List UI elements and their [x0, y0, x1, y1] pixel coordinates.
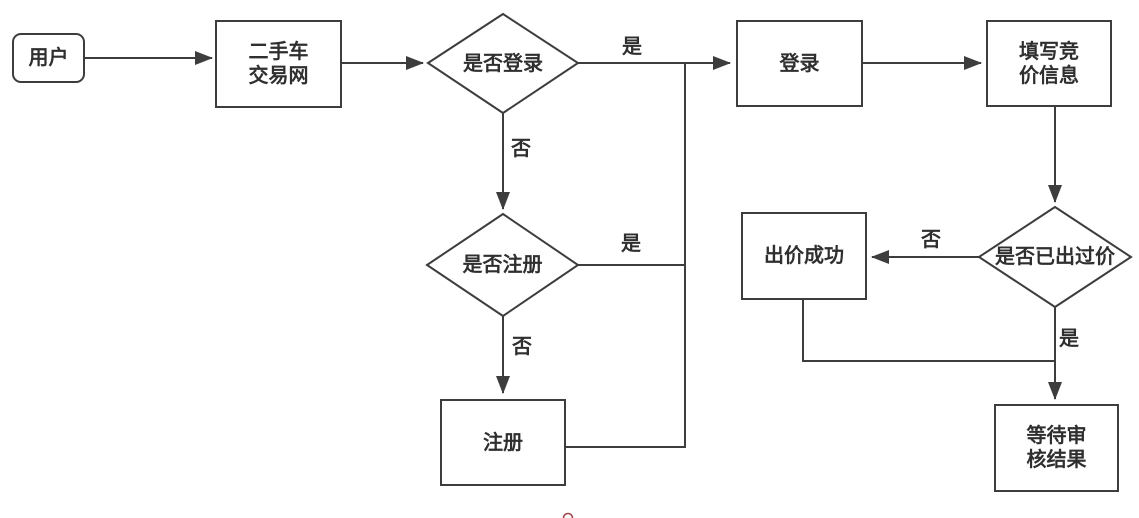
- edge-label-bid-before-yes: 是: [1059, 328, 1079, 350]
- node-fill-bid-label: 填写竞 价信息: [1019, 40, 1079, 87]
- edge-label-bid-before-no: 否: [921, 229, 941, 251]
- node-login-label: 登录: [779, 52, 820, 75]
- node-user: 用户: [12, 33, 85, 83]
- login-check-diamond: [426, 12, 580, 115]
- node-user-label: 用户: [28, 47, 69, 69]
- node-site: 二手车 交易网: [215, 20, 342, 108]
- edge-label-login-no: 否: [511, 138, 531, 160]
- node-login: 登录: [736, 20, 863, 107]
- node-register-label: 注册: [483, 431, 523, 454]
- edge-label-login-yes: 是: [622, 36, 642, 58]
- node-wait-result: 等待审 核结果: [994, 404, 1119, 492]
- node-site-label: 二手车 交易网: [248, 41, 309, 87]
- bid-before-check-diamond: [977, 205, 1133, 309]
- node-bid-success: 出价成功: [741, 212, 867, 300]
- edge-register-merge-to-login-line: [566, 63, 686, 448]
- node-fill-bid: 填写竞 价信息: [986, 20, 1112, 107]
- edge-label-register-yes: 是: [621, 233, 641, 255]
- node-register: 注册: [440, 399, 566, 486]
- edge-label-register-no: 否: [512, 336, 532, 358]
- node-wait-result-label: 等待审 核结果: [1026, 425, 1087, 471]
- edge-bid-success-merge-to-wait-line: [802, 300, 1054, 362]
- watermark-fragment: [562, 512, 574, 518]
- node-bid-success-label: 出价成功: [764, 245, 844, 267]
- register-check-diamond: [425, 212, 580, 318]
